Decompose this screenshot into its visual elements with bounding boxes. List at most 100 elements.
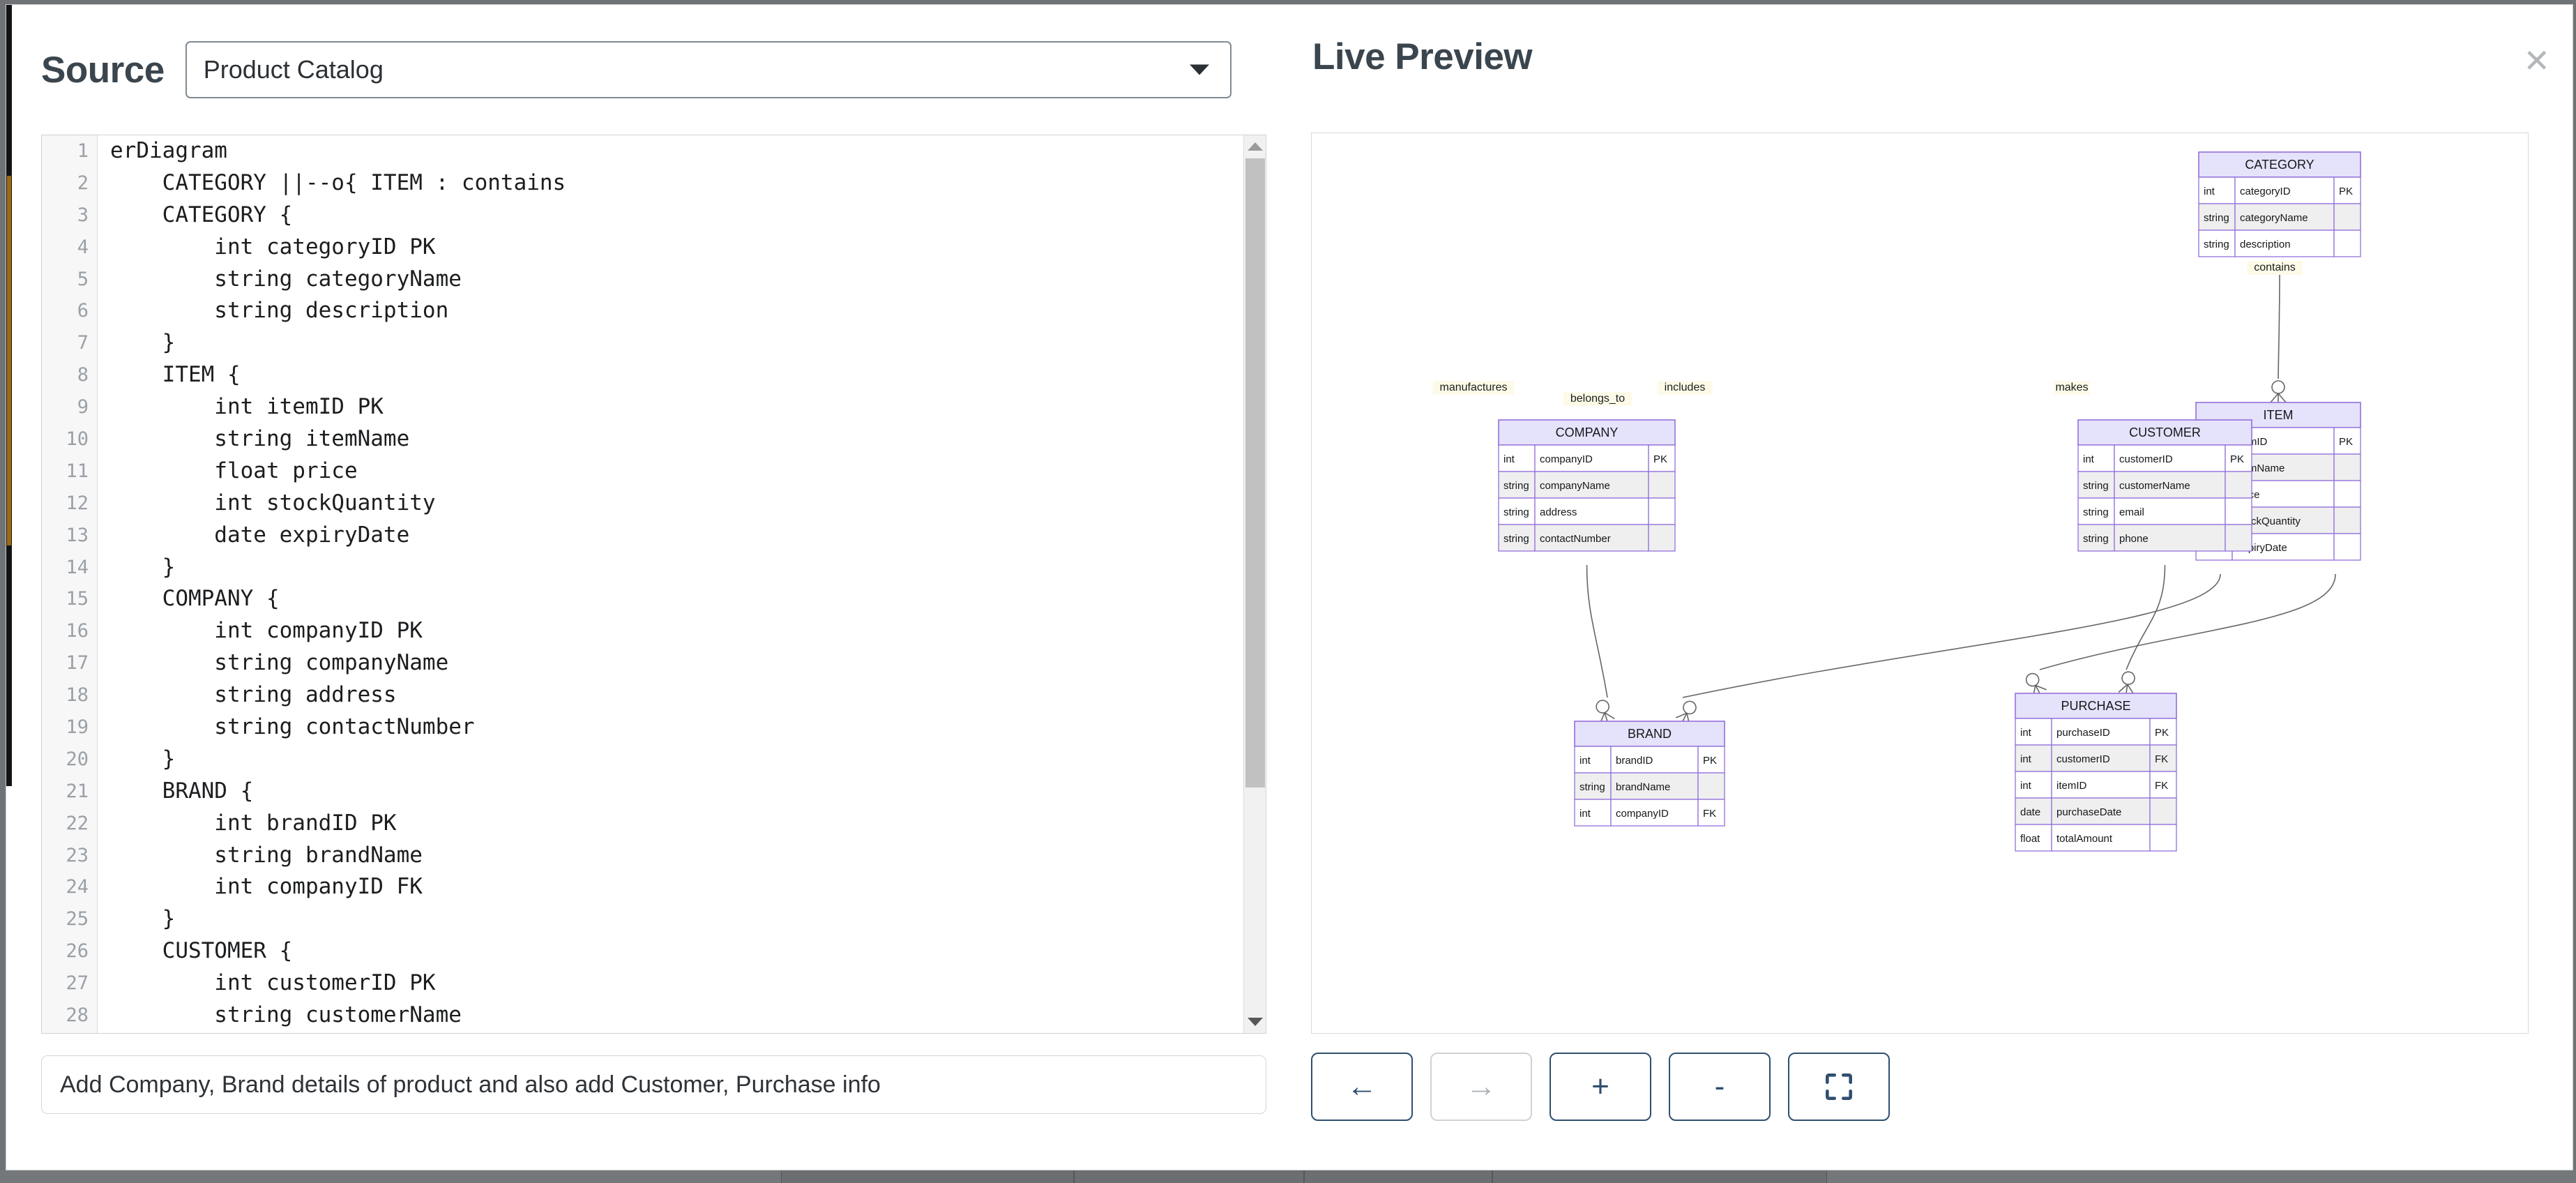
attribute-type: string bbox=[1503, 506, 1529, 518]
line-number: 27 bbox=[66, 972, 89, 995]
code-line[interactable]: CATEGORY ||--o{ ITEM : contains bbox=[110, 169, 566, 195]
attribute-key: FK bbox=[1703, 808, 1716, 820]
line-number: 12 bbox=[66, 492, 89, 514]
attribute-key: PK bbox=[2339, 436, 2353, 448]
scroll-down-arrow-icon[interactable] bbox=[1247, 1018, 1263, 1026]
code-line[interactable]: string customerName bbox=[110, 1002, 462, 1028]
code-line[interactable]: int companyID FK bbox=[110, 874, 423, 900]
line-number: 9 bbox=[77, 396, 89, 419]
attribute-name: stockQuantity bbox=[2237, 515, 2301, 527]
line-number: 26 bbox=[66, 940, 89, 963]
code-line[interactable]: string description bbox=[110, 298, 449, 324]
line-number: 4 bbox=[77, 236, 89, 258]
svg-text:manufactures: manufactures bbox=[1440, 382, 1508, 393]
attribute-name: contactNumber bbox=[1540, 533, 1611, 545]
line-number: 29 bbox=[42, 1032, 97, 1033]
code-line[interactable]: } bbox=[110, 746, 176, 771]
code-line[interactable]: int stockQuantity bbox=[110, 490, 436, 515]
code-line[interactable]: string address bbox=[110, 682, 397, 708]
line-number: 25 bbox=[66, 908, 89, 930]
attribute-type: string bbox=[1503, 533, 1529, 545]
editor-scrollbar[interactable] bbox=[1243, 135, 1266, 1033]
code-line[interactable]: BRAND { bbox=[110, 778, 254, 804]
prompt-input[interactable]: Add Company, Brand details of product an… bbox=[41, 1055, 1266, 1114]
code-line[interactable]: float price bbox=[110, 458, 358, 483]
cardinality-many-marker bbox=[2025, 672, 2047, 698]
fit-screen-button[interactable] bbox=[1788, 1053, 1890, 1121]
code-line[interactable]: } bbox=[110, 906, 176, 932]
code-line[interactable]: CUSTOMER { bbox=[110, 938, 293, 964]
attribute-name: purchaseID bbox=[2056, 727, 2110, 739]
code-line[interactable]: string contactNumber bbox=[110, 714, 475, 740]
code-line[interactable]: int customerID PK bbox=[110, 970, 436, 996]
svg-text:belongs_to: belongs_to bbox=[1570, 393, 1625, 405]
attribute-name: companyName bbox=[1540, 480, 1610, 492]
code-line[interactable]: } bbox=[110, 554, 176, 580]
close-icon[interactable]: ✕ bbox=[2523, 42, 2550, 80]
code-line[interactable]: erDiagram bbox=[110, 138, 227, 163]
plus-icon: + bbox=[1591, 1069, 1609, 1103]
attribute-type: int bbox=[1579, 755, 1591, 767]
line-number: 20 bbox=[66, 748, 89, 770]
minus-icon: - bbox=[1714, 1069, 1725, 1103]
code-line[interactable]: date expiryDate bbox=[110, 522, 410, 548]
line-number: 5 bbox=[77, 268, 89, 290]
zoom-in-button[interactable]: + bbox=[1550, 1053, 1651, 1121]
attribute-name: itemID bbox=[2056, 780, 2087, 792]
code-line[interactable]: ITEM { bbox=[110, 362, 241, 388]
code-line[interactable]: int categoryID PK bbox=[110, 234, 436, 259]
scrollbar-thumb[interactable] bbox=[1245, 158, 1265, 788]
attribute-key: PK bbox=[1703, 755, 1717, 767]
line-number: 11 bbox=[66, 460, 89, 482]
svg-text:makes: makes bbox=[2055, 382, 2088, 393]
code-line[interactable]: COMPANY { bbox=[110, 586, 280, 612]
attribute-type: int bbox=[1579, 808, 1591, 820]
pan-right-button: → bbox=[1430, 1053, 1532, 1121]
taskbar-strip bbox=[0, 1170, 2576, 1183]
code-line[interactable]: string email bbox=[110, 1032, 1243, 1033]
code-line[interactable]: int brandID PK bbox=[110, 810, 397, 836]
attribute-key: PK bbox=[2230, 453, 2244, 465]
line-number: 22 bbox=[66, 812, 89, 834]
code-line[interactable]: string companyName bbox=[110, 650, 449, 676]
line-number: 24 bbox=[66, 876, 89, 898]
relationship-line-belongs_to bbox=[1682, 573, 2221, 698]
attribute-type: int bbox=[2083, 453, 2095, 465]
code-line[interactable]: string itemName bbox=[110, 426, 410, 452]
line-number: 14 bbox=[66, 556, 89, 578]
code-line[interactable]: CATEGORY { bbox=[110, 202, 293, 227]
attribute-type: string bbox=[2204, 212, 2229, 224]
diagram-select[interactable]: Product Catalog bbox=[185, 41, 1232, 98]
code-line[interactable]: int companyID PK bbox=[110, 618, 423, 644]
attribute-name: customerID bbox=[2056, 753, 2110, 765]
code-line[interactable]: int itemID PK bbox=[110, 394, 384, 420]
scroll-up-arrow-icon[interactable] bbox=[1247, 142, 1263, 151]
relationship-lines bbox=[1586, 270, 2336, 698]
zoom-out-button[interactable]: - bbox=[1669, 1053, 1771, 1121]
line-number: 10 bbox=[66, 428, 89, 451]
code-line[interactable]: } bbox=[110, 330, 176, 356]
attribute-type: float bbox=[2020, 833, 2040, 845]
attribute-type: string bbox=[2083, 480, 2109, 492]
code-content[interactable]: erDiagram CATEGORY ||--o{ ITEM : contain… bbox=[98, 135, 1243, 1033]
code-line[interactable]: string brandName bbox=[110, 842, 423, 868]
attribute-name: customerName bbox=[2119, 480, 2190, 492]
arrow-right-icon: → bbox=[1466, 1069, 1497, 1103]
relationship-label-manufactures: manufactures bbox=[1432, 381, 1515, 395]
line-number: 8 bbox=[77, 364, 89, 386]
line-number: 2 bbox=[77, 172, 89, 194]
code-line[interactable]: string categoryName bbox=[110, 266, 462, 292]
pan-left-button[interactable]: ← bbox=[1311, 1053, 1413, 1121]
attribute-name: companyID bbox=[1540, 453, 1593, 465]
